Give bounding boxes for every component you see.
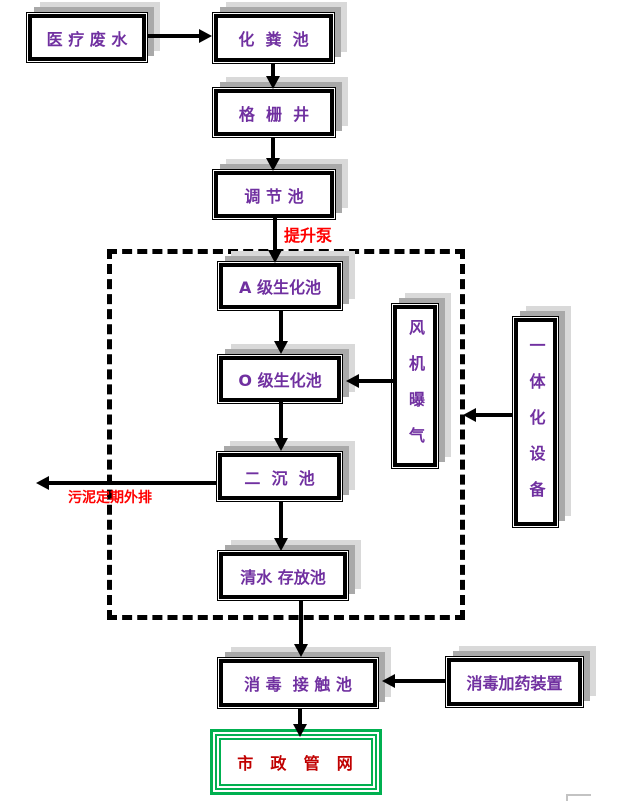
label-sludge-discharge: 污泥定期外排: [68, 490, 152, 506]
node-disinfection-contact-tank: 消 毒 接 触 池: [219, 659, 377, 707]
integrated-unit-dashed-boundary: [107, 249, 465, 620]
node-medical-wastewater: 医 疗 废 水: [28, 14, 146, 61]
node-o-bio-tank: O 级生化池: [219, 356, 341, 402]
node-grid-well: 格 栅 井: [214, 89, 334, 136]
node-municipal-network: 市 政 管 网: [219, 738, 373, 786]
node-integrated-equipment: 一体化设备: [514, 318, 557, 526]
node-dosing-device: 消毒加药装置: [447, 658, 582, 706]
node-septic-tank: 化 粪 池: [214, 14, 333, 62]
node-fan-aeration: 风机曝气: [393, 305, 437, 467]
label-lift-pump: 提升泵: [284, 226, 333, 245]
node-clean-water-tank: 清水 存放池: [219, 552, 347, 599]
node-secondary-sedimentation-tank: 二 沉 池: [218, 453, 341, 500]
node-a-bio-tank: A 级生化池: [219, 263, 341, 309]
node-regulating-tank: 调 节 池: [214, 171, 334, 218]
